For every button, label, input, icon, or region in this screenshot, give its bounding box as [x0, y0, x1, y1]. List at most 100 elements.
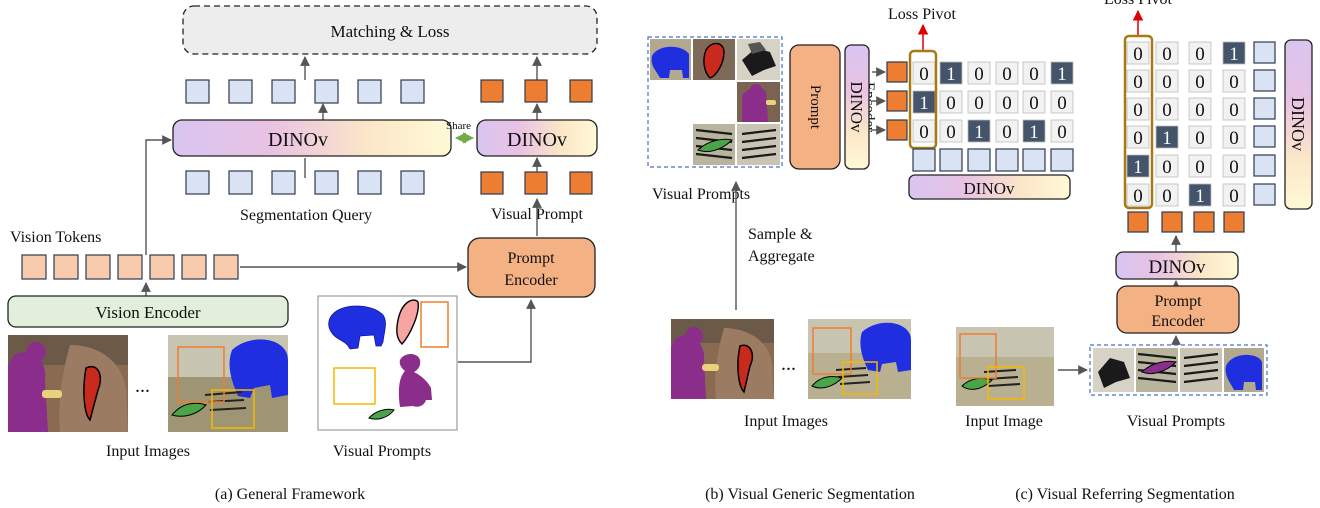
matrix-cell-zero	[1126, 69, 1150, 93]
matrix-cell-zero	[1188, 41, 1212, 65]
matrix-cell-one	[1155, 125, 1179, 149]
matrix-cell-one	[1022, 119, 1046, 143]
query-token	[357, 79, 382, 104]
dinov-left-label: DINOv	[268, 129, 328, 151]
matrix-value: 0	[1133, 72, 1143, 93]
matrix-cell-zero	[1022, 90, 1046, 114]
matrix-value: 0	[1195, 157, 1205, 178]
segmentation-query-label: Segmentation Query	[240, 207, 372, 224]
caption-a: (a) General Framework	[215, 486, 365, 503]
matrix-cell-zero	[1126, 41, 1150, 65]
matrix-cell-one	[1050, 61, 1074, 85]
query-tokens-row-b	[912, 148, 1074, 172]
loss-pivot-column-b	[908, 49, 938, 150]
loss-pivot-label-b: Loss Pivot	[888, 6, 957, 23]
matrix-cell-zero	[1222, 125, 1246, 149]
query-token	[400, 170, 425, 195]
orange-box-prompt-icon	[420, 301, 449, 348]
matrix-cell-zero	[1222, 183, 1246, 207]
prompt-token	[1127, 211, 1149, 233]
vision-encoder-label: Vision Encoder	[95, 303, 201, 322]
matrix-value: 1	[1195, 186, 1205, 207]
query-tokens-top	[185, 79, 425, 104]
prompt-token	[524, 79, 548, 103]
prompt-token	[1193, 211, 1215, 233]
query-token	[967, 148, 991, 172]
dinov-vertical-b	[844, 44, 870, 170]
matrix-value: 0	[1162, 186, 1172, 207]
matrix-value: 1	[1057, 64, 1067, 85]
query-token	[1050, 148, 1074, 172]
matrix-cell-zero	[1188, 97, 1212, 121]
vision-token	[53, 254, 79, 280]
loss-pivot-column-c	[1123, 34, 1154, 210]
matrix-cell-zero	[1050, 119, 1074, 143]
dinov-horizontal-b-label: DINOv	[964, 179, 1015, 198]
vision-token	[181, 254, 207, 280]
dinov-block-left	[172, 119, 452, 157]
matrix-value: 0	[1195, 100, 1205, 121]
matrix-value: 0	[1162, 100, 1172, 121]
query-token	[1022, 148, 1046, 172]
matrix-cell-zero	[1222, 97, 1246, 121]
prompt-tokens-column-b	[886, 61, 908, 141]
matrix-cell-zero	[1222, 154, 1246, 178]
panel-a: Matching & Loss DINOv Share DINOv Segmen…	[7, 5, 598, 503]
matrix-value: 0	[974, 93, 984, 114]
matrix-value: 0	[974, 64, 984, 85]
prompt-encoder-c-label-1: Prompt	[1154, 293, 1202, 310]
matrix-value: 0	[1002, 122, 1012, 143]
dinov-block-right	[476, 119, 598, 157]
person-icon	[398, 354, 432, 407]
query-token	[912, 148, 936, 172]
matrix-cell-zero	[1188, 125, 1212, 149]
panel-b: Prompt Encoder DINOv Loss Pivot 01000110…	[647, 6, 1074, 503]
grid-cell-zebra-leaf	[693, 124, 735, 165]
matrix-value: 0	[1162, 72, 1172, 93]
grid-cell-person	[737, 82, 780, 122]
matrix-cell-zero	[1155, 183, 1179, 207]
matrix-cell-zero	[967, 61, 991, 85]
strip-cell-zebra-leaf	[1136, 348, 1178, 392]
query-token	[228, 79, 253, 104]
matrix-value: 0	[1229, 100, 1239, 121]
matrix-cell-zero	[1155, 154, 1179, 178]
dinov-right-label: DINOv	[507, 129, 567, 151]
query-token	[185, 79, 210, 104]
matrix-value: 0	[1229, 72, 1239, 93]
query-token	[1253, 41, 1276, 64]
vision-tokens-label: Vision Tokens	[10, 229, 101, 246]
matrix-value: 0	[1133, 100, 1143, 121]
dinov-vertical-c	[1284, 39, 1313, 210]
matrix-value: 0	[1195, 72, 1205, 93]
matrix-value: 0	[1133, 186, 1143, 207]
matrix-cell-zero	[1126, 125, 1150, 149]
matrix-value: 0	[1002, 64, 1012, 85]
grid-cell-elephant	[650, 39, 691, 80]
prompt-encoder-c-label-2: Encoder	[1151, 313, 1205, 330]
matrix-value: 0	[1162, 157, 1172, 178]
query-token	[228, 170, 253, 195]
prompt-row-arrows-b	[872, 67, 886, 135]
matrix-value: 0	[1029, 93, 1039, 114]
query-token	[1253, 183, 1276, 206]
matrix-value: 0	[1029, 64, 1039, 85]
vision-encoder-box	[7, 295, 289, 328]
query-token	[271, 79, 296, 104]
query-tokens-column-c	[1253, 41, 1276, 206]
matrix-value: 0	[946, 93, 956, 114]
matrix-value: 0	[1057, 93, 1067, 114]
query-token	[1253, 69, 1276, 92]
input-image-c	[956, 327, 1054, 406]
ellipsis-b: ...	[781, 353, 796, 375]
strip-cell-elephant	[1224, 348, 1264, 392]
query-token	[400, 79, 425, 104]
prompt-token	[480, 79, 504, 103]
prompt-token	[886, 119, 908, 141]
dinov-horizontal-c-label: DINOv	[1149, 257, 1206, 278]
dinov-horizontal-b	[908, 174, 1071, 200]
dinov-horizontal-c	[1115, 251, 1239, 280]
matrix-cell-zero	[1050, 90, 1074, 114]
